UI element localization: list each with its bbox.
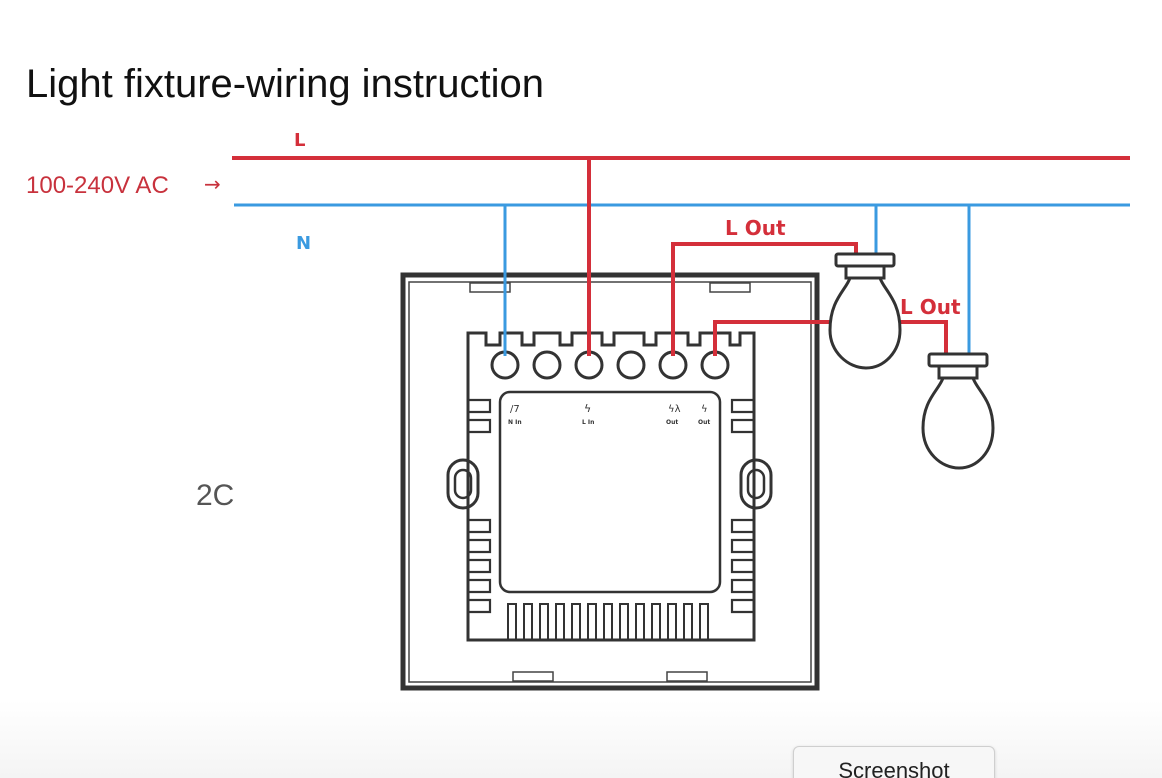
switch-back-plate [400,272,820,691]
live-line-label: L [294,130,305,151]
out1-symbol-icon: ϟλ [668,404,681,415]
live-symbol-icon: ϟ [584,402,591,415]
screenshot-button[interactable]: Screenshot [793,746,995,778]
top-clip-right [709,282,751,293]
load-out-label-2: L Out [900,295,961,319]
switch-inner-frame [408,281,812,683]
load-out-wire-2 [713,320,836,356]
neutral-line-label: N [296,233,311,254]
top-clip-left [469,282,511,293]
supply-arrow-icon: → [204,172,221,196]
right-fins [730,398,754,614]
left-fins [468,398,492,614]
bottom-clip-right [666,671,708,682]
left-mount-slot [446,458,480,510]
terminal-label-n-in: N In [508,419,522,426]
light-bulb-2-icon [921,352,995,470]
terminal-screw-4 [616,350,646,380]
page-title: Light fixture-wiring instruction [26,62,544,106]
variant-label: 2C [196,479,234,512]
supply-voltage-label: 100-240V AC [26,172,169,199]
load-out-wire-2b [890,320,948,356]
terminal-label-out-2: Out [698,419,710,426]
right-mount-slot [739,458,773,510]
terminal-label-out-1: Out [666,419,678,426]
bottom-fins [507,603,709,640]
load-out-label-1: L Out [725,216,786,240]
left-mount-slot-inner [453,468,473,500]
terminal-screw-2 [532,350,562,380]
module-inner-panel [498,390,722,594]
light-bulb-1-icon [828,252,902,370]
right-mount-slot-inner [746,468,766,500]
neutral-symbol-icon: /7 [510,404,520,415]
out2-symbol-icon: ϟ [701,404,708,415]
load-out-wire-1 [671,242,858,356]
terminal-label-l-in: L In [582,419,594,426]
bottom-clip-left [512,671,554,682]
